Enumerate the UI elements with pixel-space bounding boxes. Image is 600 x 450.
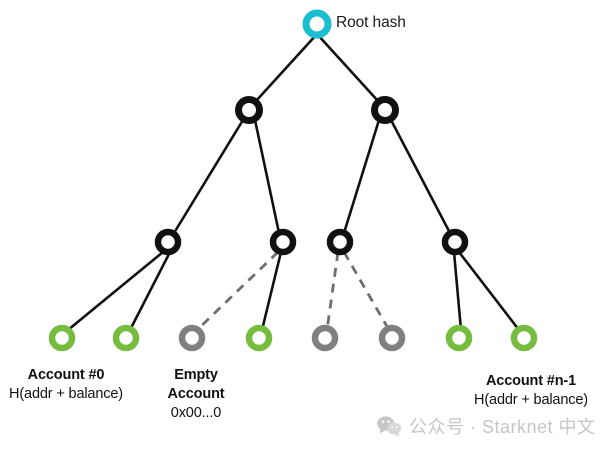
edge-root-l2-right	[315, 32, 380, 103]
leaf-account-3	[245, 324, 273, 352]
caption-account-0-line-0: Account #0	[27, 367, 105, 383]
wechat-icon	[376, 415, 402, 437]
edge-root-l2-left	[254, 32, 319, 103]
edge-l3-2-leaf-5-dashed	[342, 251, 391, 331]
caption-account-n-1-line-0: Account #n-1	[485, 373, 577, 389]
nodes-group	[48, 9, 538, 352]
edge-l2right-l3-3	[389, 118, 452, 235]
edge-l3-0-leaf-1	[128, 250, 172, 332]
leaf-empty-5	[378, 324, 406, 352]
caption-empty-account-line-2: 0x00...0	[170, 405, 222, 421]
root-hash-label: Root hash	[336, 14, 406, 31]
root-hash-node	[302, 9, 332, 39]
internal-node-l3-0	[154, 228, 182, 256]
caption-account-n-1-line-1: H(addr + balance)	[474, 392, 588, 408]
internal-node-l2-right	[371, 96, 399, 124]
internal-node-l3-3	[441, 228, 469, 256]
leaf-account-7	[510, 324, 538, 352]
edge-l2left-l3-0	[172, 118, 245, 235]
watermark-text: 公众号 · Starknet 中文	[409, 417, 596, 437]
watermark: 公众号 · Starknet 中文	[376, 413, 596, 439]
leaf-account-1	[112, 324, 140, 352]
edge-l2left-l3-1	[253, 118, 281, 235]
internal-node-l2-left	[235, 96, 263, 124]
internal-node-l3-2	[326, 228, 354, 256]
caption-empty-account-line-1: Account	[167, 386, 225, 402]
leaf-empty-2	[178, 324, 206, 352]
dashed-edges-group	[196, 250, 391, 332]
internal-node-l3-1	[269, 228, 297, 256]
edge-l2right-l3-2	[342, 118, 381, 235]
edge-l3-2-leaf-4-dashed	[325, 251, 340, 331]
edge-l3-3-leaf-6	[452, 250, 463, 332]
edge-l3-0-leaf-0	[66, 250, 165, 332]
caption-account-0: Account #0 H(addr + balance)	[0, 366, 176, 404]
leaf-account-6	[445, 324, 473, 352]
leaf-empty-4	[311, 324, 339, 352]
edge-l3-3-leaf-7	[457, 250, 521, 332]
edge-l3-1-leaf-2-dashed	[196, 250, 279, 332]
caption-empty-account-line-0: Empty	[174, 367, 218, 383]
edge-l3-1-leaf-3	[260, 250, 283, 332]
caption-account-0-line-1: H(addr + balance)	[9, 386, 123, 402]
leaf-account-0	[48, 324, 76, 352]
solid-edges-group	[66, 32, 521, 332]
